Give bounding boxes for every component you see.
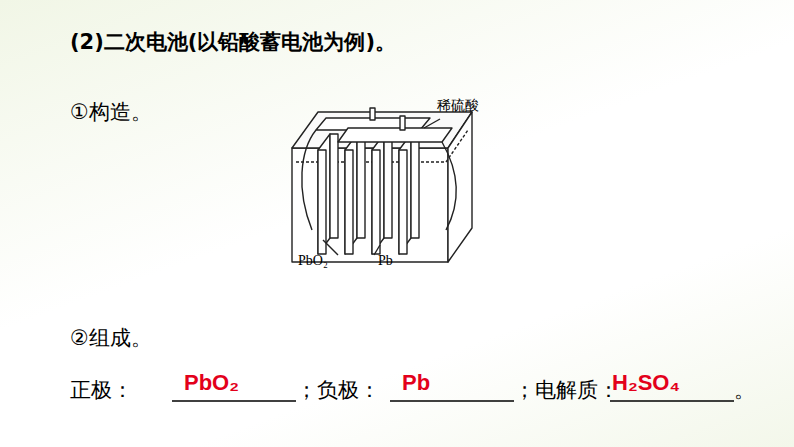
answer-text: Pb <box>402 370 430 396</box>
row-text: 正极： <box>70 378 133 403</box>
heading: (2)二次电池(以铅酸蓄电池为例)。 <box>70 30 396 55</box>
part-label: PbO₂ <box>298 253 328 270</box>
answer-text: H₂SO₄ <box>612 370 680 396</box>
answer-text: PbO₂ <box>184 370 239 396</box>
step-title: ①构造。 <box>70 100 152 125</box>
step-title: ②组成。 <box>70 326 152 351</box>
part-label: 稀硫酸 <box>437 98 479 115</box>
row-text: ；电解质： <box>514 378 619 403</box>
row-text: 。 <box>734 378 755 403</box>
row-text: ；负极： <box>296 378 380 403</box>
part-label: Pb <box>378 253 393 270</box>
